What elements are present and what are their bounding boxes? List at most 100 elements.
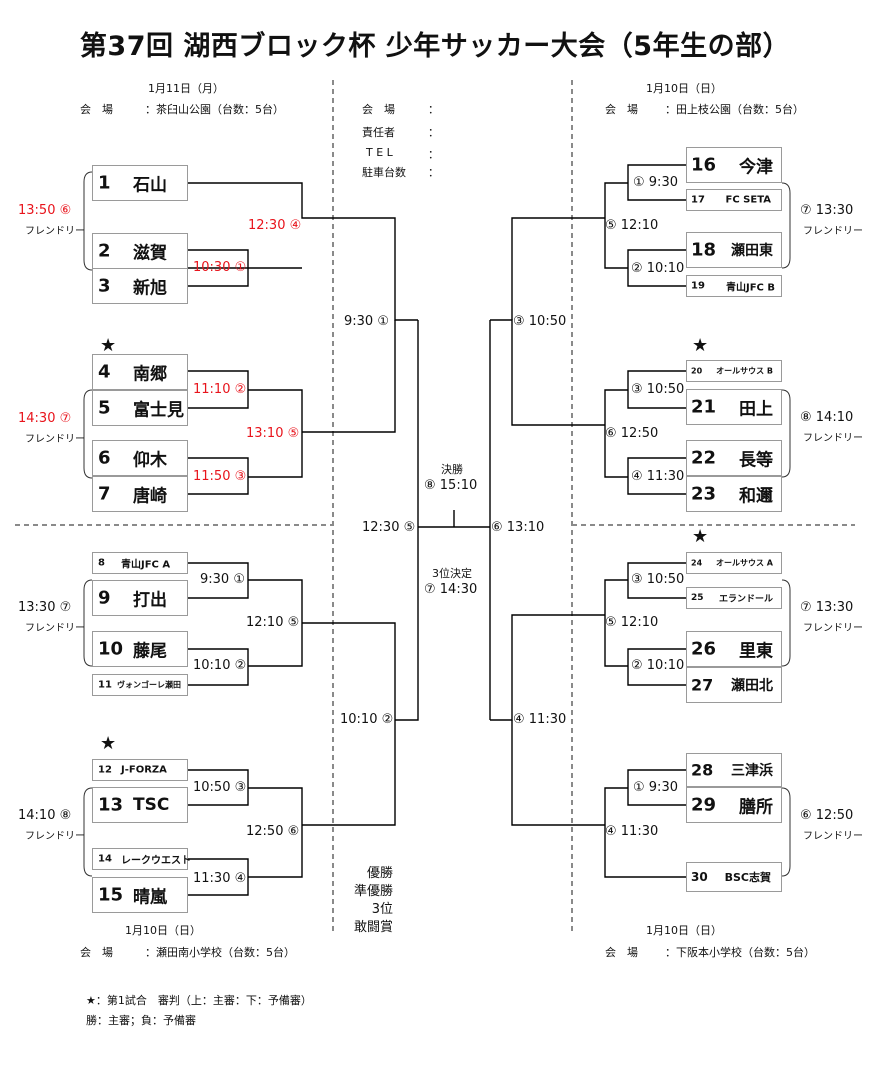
match-time: 10:50 ③ (193, 780, 247, 795)
match-time: ④ 11:30 (513, 712, 567, 727)
team-name: 滋賀 (133, 243, 167, 264)
team-name: 三津浜 (731, 763, 773, 779)
venue-bottom-left-value: ：瀬田南小学校（台数：5台） (145, 946, 295, 959)
award-fighting-spirit: 敢闘賞 (353, 920, 393, 935)
team-box-15: 15 晴嵐 (92, 877, 188, 913)
team-box-21: 21 田上 (686, 389, 782, 425)
bracket-connectors (188, 164, 686, 896)
friendly-time: 14:30 ⑦ (18, 411, 72, 426)
team-number: 17 (691, 194, 705, 206)
team-number: 16 (691, 154, 717, 176)
team-name: 田上 (739, 399, 773, 420)
award-winner: 優勝 (366, 866, 393, 881)
star-icon: ★ (692, 526, 709, 547)
team-name: 和邇 (739, 486, 773, 507)
team-box-18: 18 瀬田東 (686, 232, 782, 268)
team-number: 26 (691, 638, 717, 660)
team-box-4: 4 南郷 (92, 354, 188, 390)
friendly-label: フレンドリー (25, 434, 85, 445)
team-box-22: 22 長等 (686, 440, 782, 476)
friendly-label: フレンドリー (25, 623, 85, 634)
friendly-time: 14:10 ⑧ (18, 808, 72, 823)
match-time: 11:10 ② (193, 382, 247, 397)
team-box-28: 28 三津浜 (686, 753, 782, 787)
friendly-brackets (83, 171, 791, 877)
team-number: 18 (691, 239, 717, 261)
star-icon: ★ (100, 733, 117, 754)
match-time: 9:30 ① (344, 314, 389, 329)
match-time: ⑤ 12:10 (605, 218, 659, 233)
team-number: 27 (691, 675, 714, 695)
team-box-29: 29 膳所 (686, 787, 782, 823)
team-name: 打出 (133, 590, 167, 611)
team-name: BSC志賀 (724, 871, 771, 884)
team-box-17: 17 FC SETA (686, 189, 782, 211)
match-time: ③ 10:50 (513, 314, 567, 329)
friendly-label: フレンドリー (25, 226, 85, 237)
team-name: オールサウス A (716, 558, 773, 568)
match-time: ② 10:10 (631, 261, 685, 276)
friendly-time: 13:50 ⑥ (18, 203, 72, 218)
team-number: 24 (691, 558, 703, 568)
team-number: 30 (691, 870, 708, 884)
match-time: 12:50 ⑥ (246, 824, 300, 839)
team-name: 青山JFC B (726, 282, 775, 294)
team-box-13: 13 TSC (92, 787, 188, 823)
team-name: 瀬田北 (731, 678, 773, 694)
friendly-time: ⑧ 14:10 (800, 410, 854, 425)
center-info-manager-colon: ： (428, 126, 439, 139)
team-box-9: 9 打出 (92, 580, 188, 616)
team-box-6: 6 仰木 (92, 440, 188, 476)
match-time: 9:30 ① (200, 572, 245, 587)
venue-bottom-right-date: 1月10日（日） (646, 924, 722, 937)
center-info-parking-colon: ： (428, 166, 439, 179)
friendly-time: ⑦ 13:30 (800, 203, 854, 218)
team-number: 3 (98, 275, 111, 297)
match-time: ⑥ 12:50 (605, 426, 659, 441)
team-name: ヴォンゴーレ瀬田 (117, 680, 181, 690)
venue-top-left-value: ：茶臼山公園（台数：5台） (145, 103, 284, 116)
center-info-tel-colon: ： (428, 148, 439, 161)
team-name: 唐崎 (133, 486, 167, 507)
match-time: ④ 11:30 (631, 469, 685, 484)
team-name: 里東 (739, 641, 773, 662)
center-info-venue-label: 会 場 (362, 103, 395, 116)
team-box-30: 30 BSC志賀 (686, 862, 782, 892)
center-info-manager-label: 責任者 (362, 126, 395, 139)
venue-top-right-value: ：田上枝公園（台数：5台） (665, 103, 804, 116)
friendly-label: フレンドリー (803, 623, 863, 634)
friendly-time: ⑦ 13:30 (800, 600, 854, 615)
friendly-label: フレンドリー (25, 831, 85, 842)
team-number: 2 (98, 240, 111, 262)
team-number: 1 (98, 172, 111, 194)
team-box-7: 7 唐崎 (92, 476, 188, 512)
team-name: FC SETA (725, 194, 771, 206)
team-number: 20 (691, 366, 703, 376)
team-name: オールサウス B (716, 366, 773, 376)
friendly-time: 13:30 ⑦ (18, 600, 72, 615)
team-box-1: 1 石山 (92, 165, 188, 201)
team-name: 藤尾 (133, 641, 167, 662)
note-referee: ★：第1試合 審判（上：主審：下：予備審） (86, 994, 312, 1007)
team-box-5: 5 富士見 (92, 390, 188, 426)
team-name: 石山 (133, 175, 167, 196)
team-name: レークウエスト (121, 855, 191, 867)
team-name: 晴嵐 (133, 887, 167, 908)
team-number: 5 (98, 397, 111, 419)
venue-bottom-left-date: 1月10日（日） (125, 924, 201, 937)
team-name: 長等 (739, 450, 773, 471)
team-number: 28 (691, 760, 714, 780)
team-number: 22 (691, 447, 717, 469)
team-name: 新旭 (133, 278, 167, 299)
venue-top-left-label: 会 場 (80, 103, 113, 116)
team-box-24: 24 オールサウス A (686, 552, 782, 574)
team-name: エランドール (718, 594, 773, 605)
team-box-3: 3 新旭 (92, 268, 188, 304)
team-box-10: 10 藤尾 (92, 631, 188, 667)
friendly-label: フレンドリー (803, 433, 863, 444)
team-name: TSC (133, 795, 170, 815)
team-name: 青山JFC A (121, 559, 171, 571)
final-right-time: ⑥ 13:10 (491, 520, 545, 535)
team-name: 南郷 (133, 364, 167, 385)
